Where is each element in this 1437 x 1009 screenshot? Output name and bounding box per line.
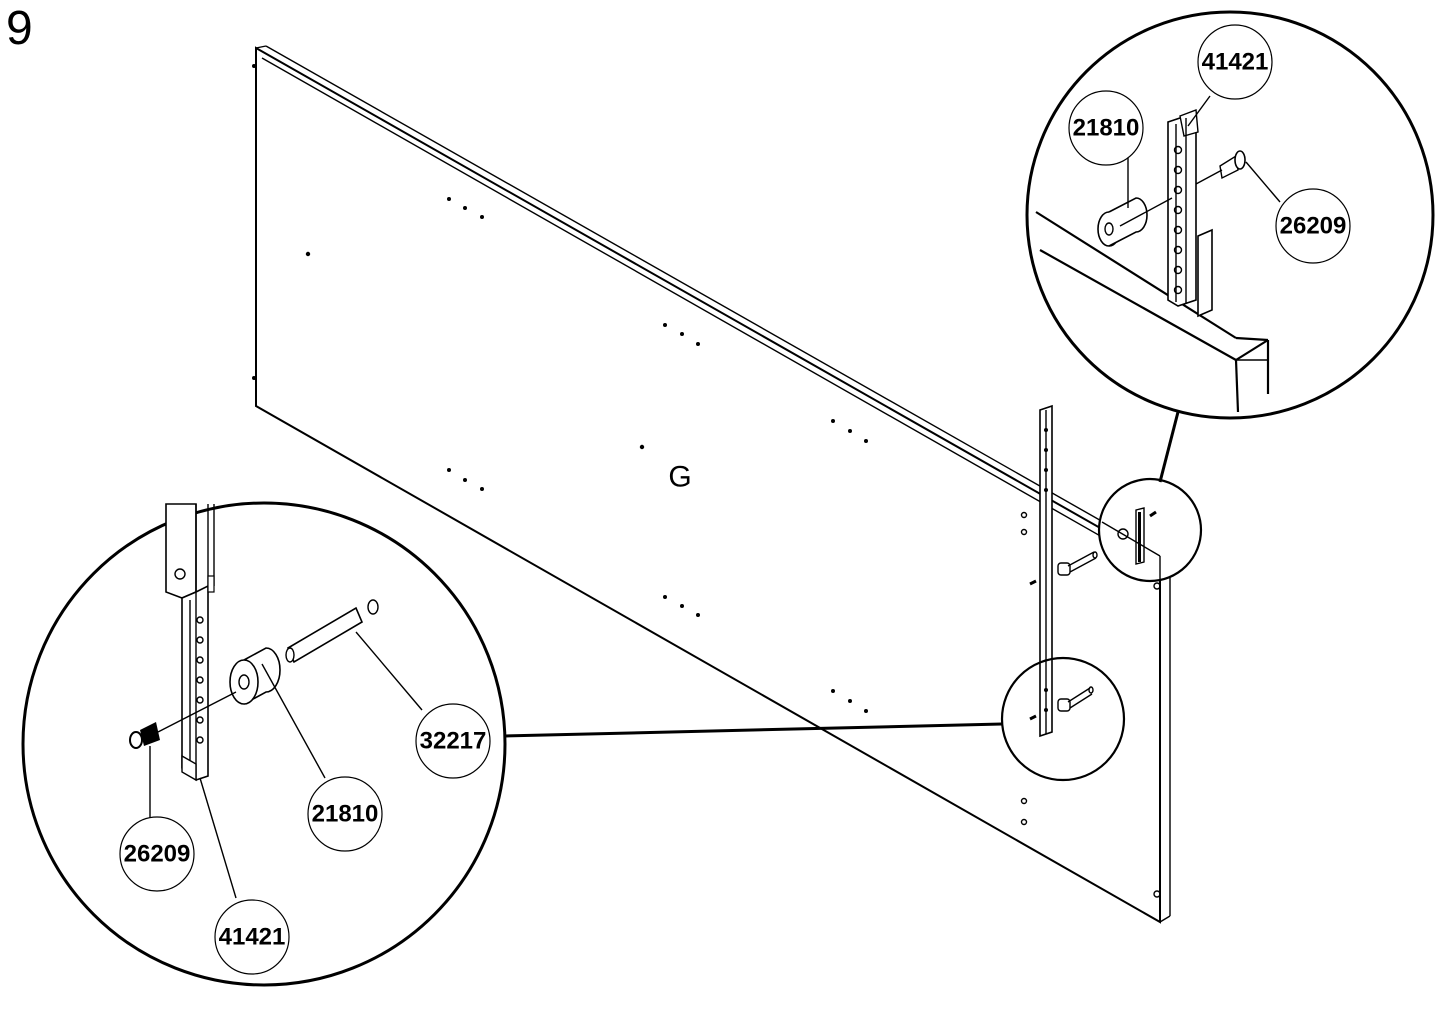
spacer-bottom bbox=[229, 647, 281, 705]
callout-bottom-screw: 26209 bbox=[119, 816, 195, 892]
screw-bottom bbox=[129, 691, 237, 749]
svg-text:26209: 26209 bbox=[1280, 213, 1347, 240]
svg-text:41421: 41421 bbox=[219, 924, 286, 951]
svg-text:26209: 26209 bbox=[124, 841, 191, 868]
panel-label: G bbox=[668, 461, 691, 494]
callout-bottom-rail: 41421 bbox=[214, 899, 290, 975]
svg-text:41421: 41421 bbox=[1202, 49, 1269, 76]
leader-line-bottom bbox=[504, 722, 1003, 738]
spacer-top bbox=[1097, 197, 1173, 247]
vertical-rail bbox=[1039, 404, 1053, 738]
callout-top-spacer: 21810 bbox=[1068, 90, 1144, 166]
callout-bottom-spacer: 21810 bbox=[307, 776, 383, 852]
side-holes bbox=[1020, 511, 1028, 826]
dowel-lower bbox=[1057, 686, 1094, 712]
leader-line-top bbox=[1158, 411, 1180, 483]
svg-text:21810: 21810 bbox=[1073, 115, 1140, 142]
svg-text:32217: 32217 bbox=[420, 728, 487, 755]
callout-top-rail: 41421 bbox=[1197, 24, 1273, 100]
dowel-bottom bbox=[285, 599, 379, 664]
small-detail-circle-top bbox=[1097, 477, 1203, 583]
callout-top-screw: 26209 bbox=[1275, 188, 1351, 264]
step-number: 9 bbox=[6, 2, 33, 55]
screw-top bbox=[1195, 150, 1246, 185]
dowel-upper bbox=[1057, 551, 1098, 576]
callout-bottom-dowel: 32217 bbox=[415, 703, 491, 779]
bottom-magnified-detail bbox=[21, 501, 507, 987]
svg-text:21810: 21810 bbox=[312, 801, 379, 828]
drill-holes bbox=[305, 197, 868, 713]
panel-g bbox=[252, 45, 1171, 924]
small-detail-circle-bottom bbox=[1000, 656, 1126, 782]
